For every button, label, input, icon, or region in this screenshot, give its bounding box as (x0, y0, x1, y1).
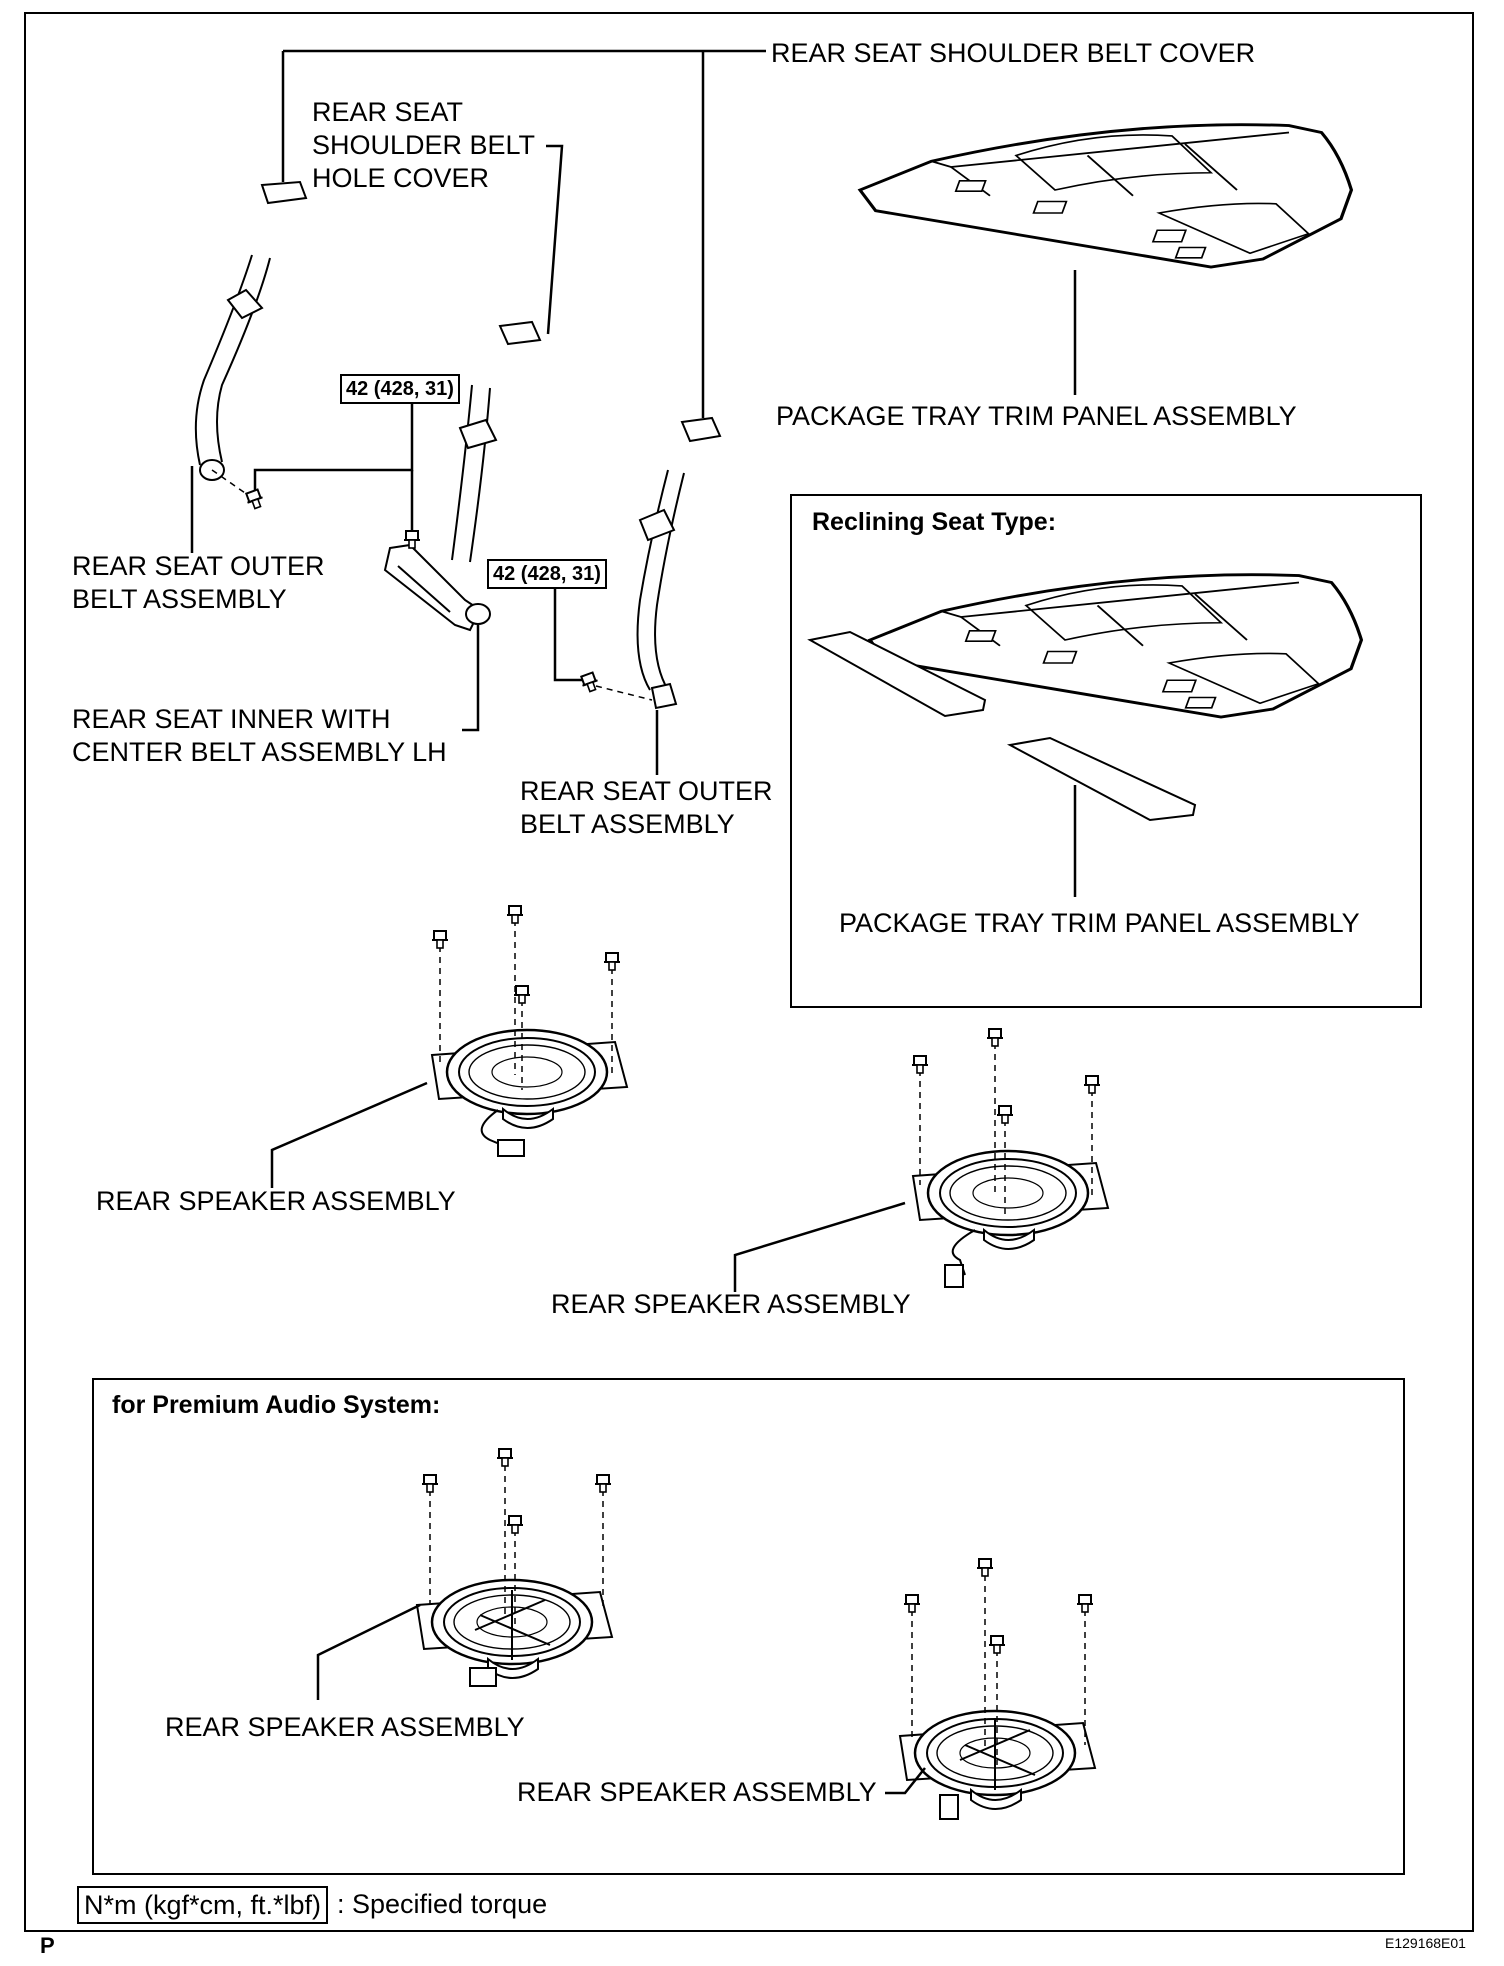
label-speaker-4: REAR SPEAKER ASSEMBLY (517, 1777, 877, 1807)
page-letter: P (40, 1933, 55, 1958)
inner-belt-leader (462, 625, 480, 732)
shoulder-belt-cover-parts (260, 180, 722, 443)
premium-audio-box (92, 1378, 1405, 1875)
speaker-3 (415, 1448, 614, 1687)
package-tray (858, 123, 1354, 269)
outer-belt-right-bolt (578, 670, 602, 695)
speaker-4 (898, 1558, 1097, 1820)
reclining-seat-title: Reclining Seat Type: (812, 508, 1057, 536)
reclining-seat-box (790, 494, 1422, 1008)
diagram-frame (24, 12, 1474, 1932)
label-hole-cover-line-1: REAR SEAT (312, 97, 464, 127)
torque-legend-description: : Specified torque (337, 1889, 548, 1919)
shoulder-belt-cover-leader (281, 49, 766, 418)
label-shoulder-belt-cover: REAR SEAT SHOULDER BELT COVER (771, 38, 1256, 68)
label-package-tray-reclining: PACKAGE TRAY TRIM PANEL ASSEMBLY (839, 908, 1360, 938)
label-outer-belt-right-line-1: REAR SEAT OUTER (520, 776, 773, 806)
torque-spec-1: 42 (428, 31) (340, 374, 460, 404)
speaker-2-leader (733, 1201, 906, 1292)
label-outer-belt-left-line-1: REAR SEAT OUTER (72, 551, 325, 581)
torque-unit-legend: N*m (kgf*cm, ft.*lbf) (77, 1886, 329, 1924)
outer-belt-right (636, 469, 685, 710)
label-speaker-2: REAR SPEAKER ASSEMBLY (551, 1289, 911, 1319)
dash-1 (211, 469, 249, 496)
label-outer-belt-left-line-2: BELT ASSEMBLY (72, 584, 287, 614)
label-speaker-3: REAR SPEAKER ASSEMBLY (165, 1712, 525, 1742)
speaker-1-leader (270, 1081, 428, 1188)
inner-center-belt (383, 384, 498, 632)
hole-cover-leader (546, 144, 564, 335)
label-hole-cover-line-2: SHOULDER BELT (312, 130, 536, 160)
label-inner-belt-line-2: CENTER BELT ASSEMBLY LH (72, 737, 447, 767)
torque-spec-2: 42 (428, 31) (487, 559, 607, 589)
label-outer-belt-right-line-2: BELT ASSEMBLY (520, 809, 735, 839)
speaker-1 (430, 905, 629, 1157)
label-speaker-1: REAR SPEAKER ASSEMBLY (96, 1186, 456, 1216)
dash-2 (595, 685, 653, 701)
torque-2-leader (553, 588, 582, 682)
premium-audio-title: for Premium Audio System: (112, 1391, 441, 1419)
package-tray-reclining (807, 573, 1364, 822)
outer-belt-left-bolt (243, 487, 267, 512)
speaker-4-leader (885, 1767, 926, 1795)
speaker-2 (911, 1028, 1110, 1288)
label-package-tray: PACKAGE TRAY TRIM PANEL ASSEMBLY (776, 401, 1297, 431)
outer-belt-left (194, 254, 271, 481)
label-inner-belt-line-1: REAR SEAT INNER WITH (72, 704, 391, 734)
speaker-3-leader (316, 1603, 421, 1700)
label-hole-cover-line-3: HOLE COVER (312, 163, 490, 193)
torque-1-leader (253, 403, 414, 490)
figure-id: E129168E01 (1385, 1935, 1466, 1951)
